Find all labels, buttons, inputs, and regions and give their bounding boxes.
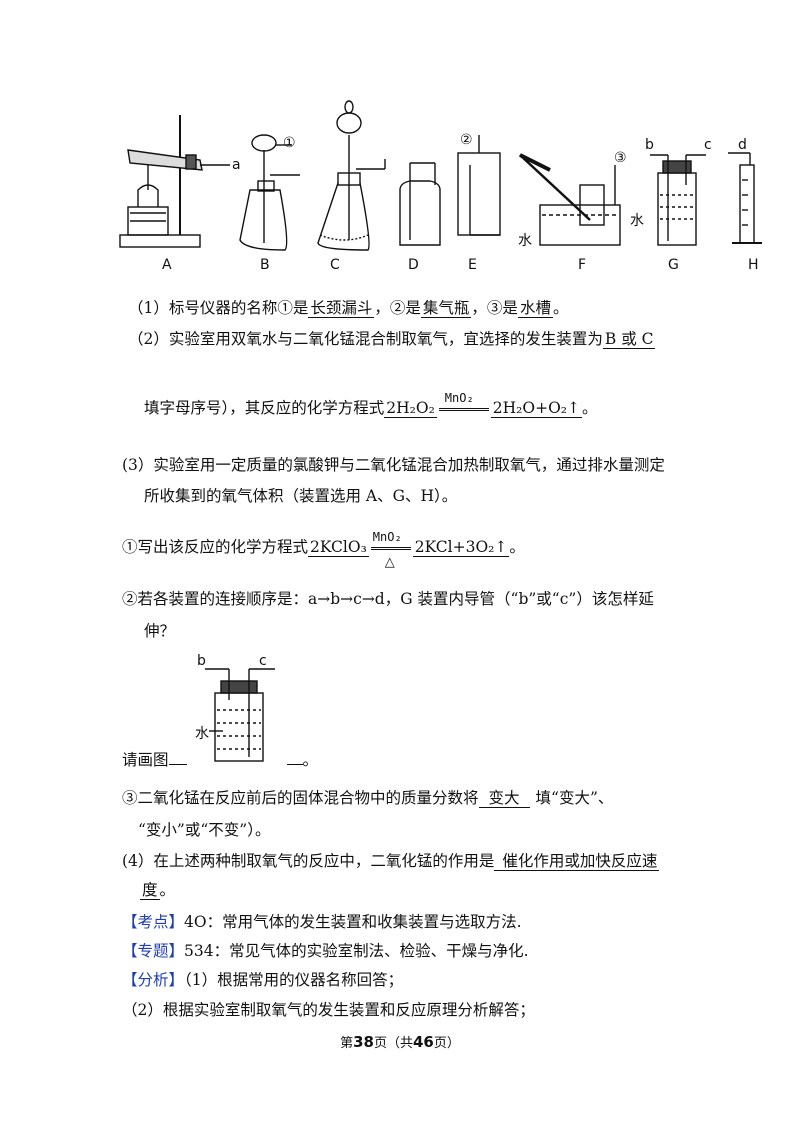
answer-marker-water: 水 (195, 726, 209, 742)
answer-marker-c: c (259, 653, 267, 669)
apparatus-drawing (119, 100, 762, 251)
marker-a: a (232, 157, 241, 173)
page-number: 38 (353, 1033, 374, 1051)
q3-catalyst: MnO₂ (372, 529, 402, 544)
q3-line1: (3）实验室用一定质量的氯酸钾与二氧化锰混合加热制取氧气，通过排水量测定 (122, 456, 665, 474)
fenxi-tag: 【分析】 (122, 971, 185, 989)
marker-d: d (738, 137, 747, 153)
label-b: B (260, 257, 270, 273)
marker-water-f: 水 (518, 233, 532, 249)
marker-1: ① (283, 135, 296, 151)
kaodian-tag: 【考点】 (122, 913, 185, 931)
q3-sub1-left: 2KClO₃ (308, 538, 369, 557)
q4-answer-1: 催化作用或加快反应速 (494, 852, 660, 871)
marker-water-g: 水 (630, 213, 644, 229)
q3-sub2-line1: ②若各装置的连接顺序是：a→b→c→d，G 装置内导管（“b”或“c”）该怎样延 (122, 590, 654, 608)
page-footer: 第38页（共46页） (340, 1033, 460, 1051)
q4-line1: (4）在上述两种制取氧气的反应中，二氧化锰的作用是催化作用或加快反应速 (122, 852, 660, 871)
q1-answer-1: 长颈漏斗 (308, 299, 375, 318)
q3-sub3-answer: 变大 (478, 789, 530, 808)
answer-marker-b: b (197, 653, 206, 669)
label-g: G (668, 257, 679, 273)
q2-eq-left: 2H₂O₂ (384, 399, 437, 418)
q3-sub3-line1: ③二氧化锰在反应前后的固体混合物中的质量分数将变大填“变大”、 (122, 789, 614, 808)
zhuanti-line: 【专题】534：常见气体的实验室制法、检验、干燥与净化. (122, 942, 529, 960)
answer-drawing: b c 水 (195, 653, 285, 765)
marker-c: c (704, 137, 712, 153)
label-e: E (468, 257, 477, 273)
label-a: A (162, 257, 172, 273)
label-d: D (408, 257, 419, 273)
q3-line2: 所收集到的氧气体积（装置选用 A、G、H）。 (144, 487, 458, 505)
q3-heat-sign: △ (384, 554, 395, 570)
label-c: C (330, 257, 340, 273)
q1-line: （1）标号仪器的名称①是长颈漏斗，②是集气瓶，③是水槽。 (128, 299, 569, 318)
marker-3: ③ (614, 150, 627, 166)
fenxi-line: 【分析】（1）根据常用的仪器名称回答； (122, 971, 404, 989)
q3-sub1-arrow: MnO₂ △ (370, 530, 411, 570)
apparatus-figure: a ① ② ③ 水 b c 水 d A B C D E F G H (110, 95, 790, 275)
q1-answer-3: 水槽 (517, 299, 553, 318)
q2-answer: B 或 C (602, 330, 656, 349)
q3-sub3-line2: “变小”或“不变”）。 (138, 821, 271, 839)
marker-2: ② (460, 132, 473, 148)
q1-answer-2: 集气瓶 (420, 299, 472, 318)
q2-eq-right: 2H₂O+O₂↑ (490, 399, 582, 418)
zhuanti-tag: 【专题】 (122, 942, 185, 960)
label-h: H (748, 257, 759, 273)
q3-draw-line: 请画图。 (122, 751, 319, 769)
kaodian-line: 【考点】4O：常用气体的发生装置和收集装置与选取方法. (122, 913, 522, 931)
label-f: F (578, 257, 587, 273)
marker-b: b (645, 137, 654, 153)
q3-sub1-right: 2KCl+3O₂↑ (412, 538, 510, 557)
q4-answer-2: 度 (140, 881, 160, 900)
g-bottle-answer-svg (205, 668, 275, 762)
q2-catalyst: MnO₂ (444, 390, 474, 405)
q2-eq-arrow: MnO₂ (438, 391, 489, 411)
q4-line2: 度。 (140, 881, 176, 900)
q3-sub2-line2: 伸？ (144, 622, 176, 640)
page-total: 46 (413, 1033, 434, 1051)
analysis-line2: （2）根据实验室制取氧气的发生装置和反应原理分析解答； (122, 1001, 535, 1019)
